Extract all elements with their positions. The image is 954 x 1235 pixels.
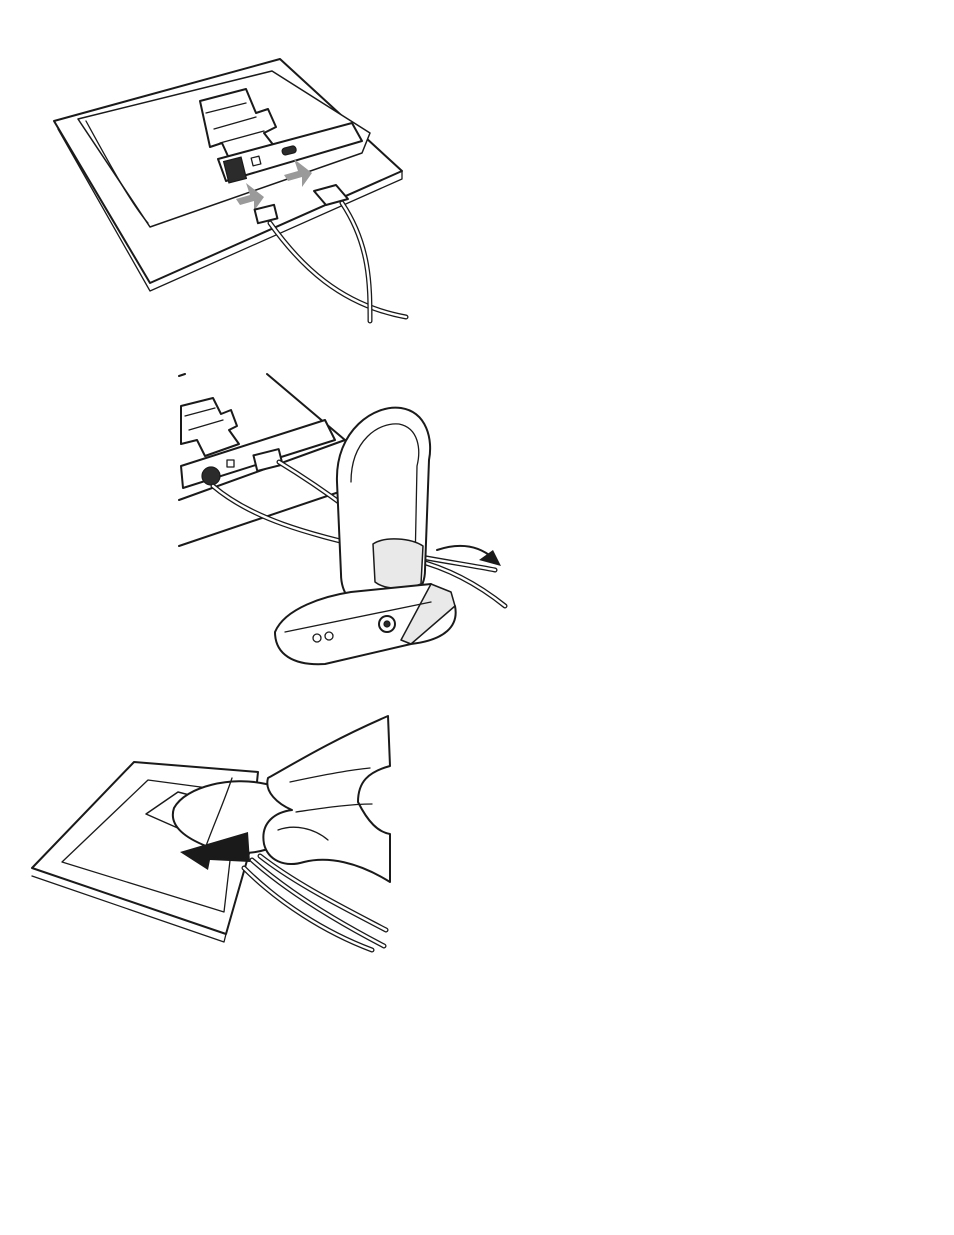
connect-cables-figure — [50, 55, 415, 325]
cable-3 — [244, 868, 372, 950]
cable-1 — [252, 860, 384, 946]
hand-attaching-cable-cover-illustration — [28, 712, 390, 952]
route-cables-figure — [175, 370, 515, 670]
connector-bay — [181, 398, 239, 456]
power-button-core — [384, 621, 390, 627]
hand — [263, 716, 390, 882]
monitor-rear-cable-connection-illustration — [50, 55, 415, 325]
routing-arrow-head — [479, 550, 501, 566]
power-plug — [202, 467, 220, 485]
cable-hole — [373, 539, 423, 588]
attach-cable-cover-figure — [28, 712, 390, 952]
monitor-stand-cable-routing-illustration — [175, 370, 515, 670]
power-cable — [270, 223, 406, 317]
